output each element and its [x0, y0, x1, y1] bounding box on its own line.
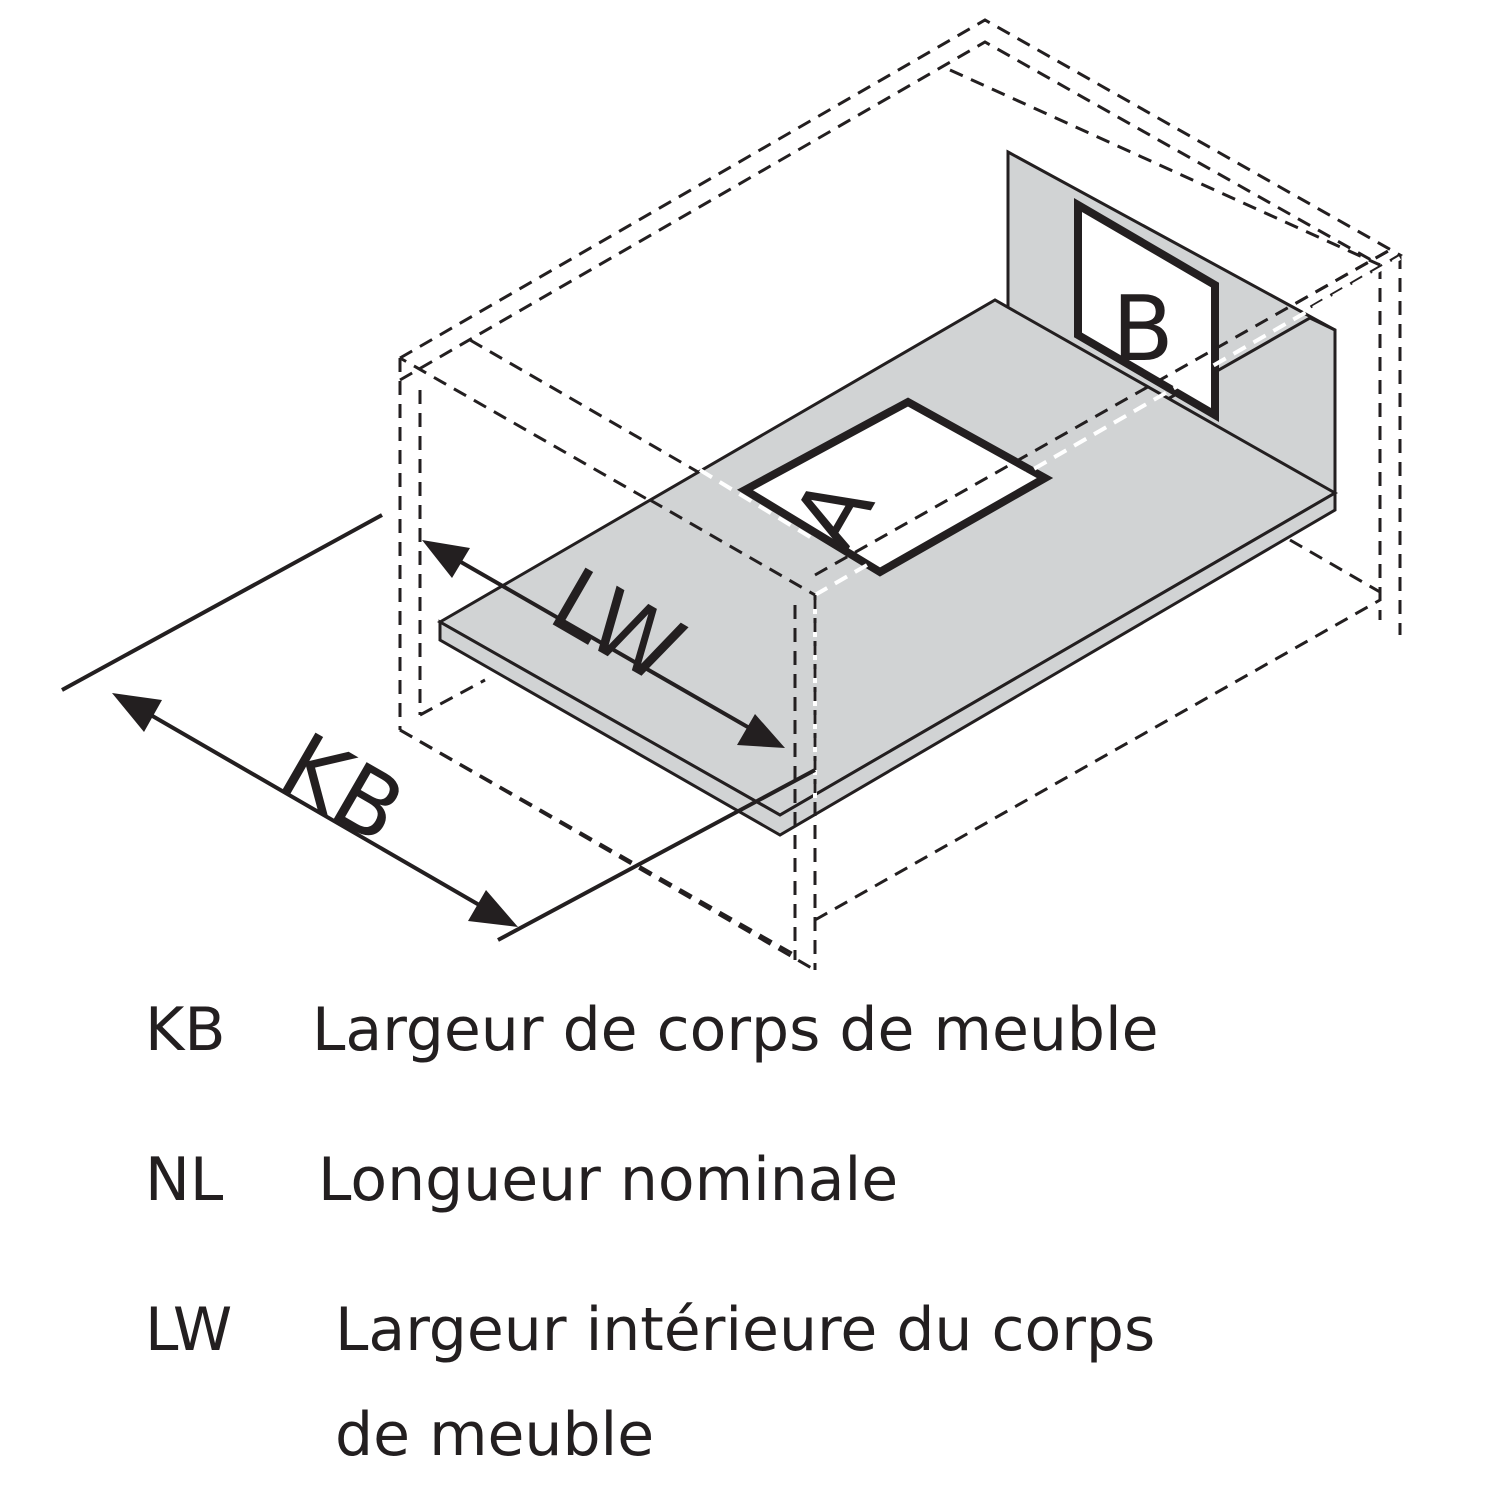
legend-desc-lw-line2: de meuble	[335, 1400, 655, 1470]
legend-abbr-kb: KB	[145, 995, 226, 1065]
drawer-diagram: B A LW KB	[61, 18, 1404, 972]
label-b: B	[1112, 277, 1174, 382]
box-a	[736, 397, 1054, 577]
label-kb: KB	[264, 713, 421, 864]
drawer-bottom-edge	[438, 490, 1337, 837]
legend-desc-kb: Largeur de corps de meuble	[312, 995, 1159, 1065]
legend-abbr-lw: LW	[145, 1295, 233, 1365]
box-b	[1074, 198, 1219, 422]
lw-dimension-arrow	[422, 540, 785, 748]
legend-desc-lw: Largeur intérieure du corps	[335, 1295, 1156, 1365]
kb-dimension-arrow	[61, 513, 816, 942]
legend-abbr-nl: NL	[145, 1145, 224, 1215]
legend-desc-nl: Longueur nominale	[318, 1145, 899, 1215]
